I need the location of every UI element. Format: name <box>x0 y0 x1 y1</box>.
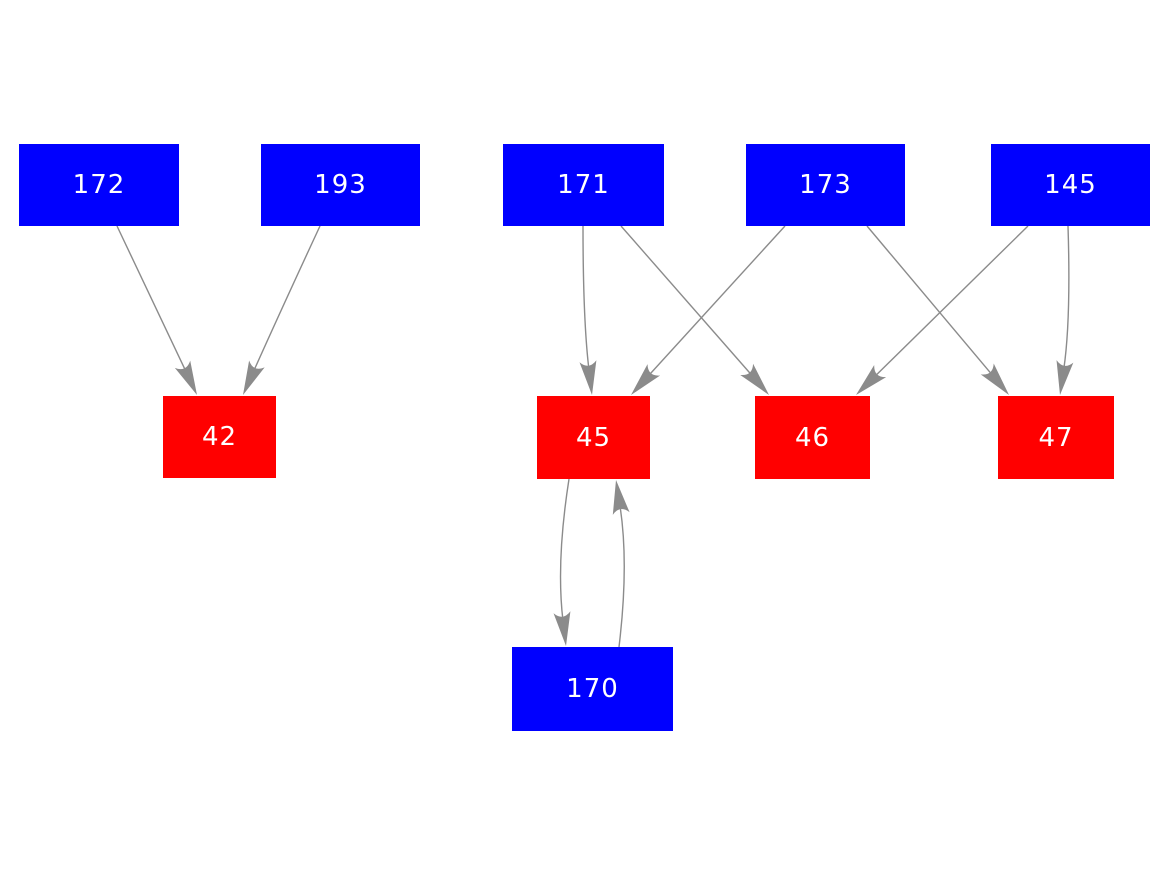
arrowhead-icon <box>631 364 661 395</box>
node-173: 173 <box>746 144 905 226</box>
arrowhead-icon <box>1056 360 1074 395</box>
arrowhead-icon <box>856 365 887 395</box>
node-label: 42 <box>201 422 238 452</box>
node-172: 172 <box>19 144 179 226</box>
arrowhead-icon <box>243 360 265 395</box>
node-label: 145 <box>1044 170 1097 200</box>
edge-172-42 <box>116 225 187 372</box>
node-45: 45 <box>537 396 650 479</box>
arrowhead-icon <box>612 480 630 515</box>
node-47: 47 <box>998 396 1114 479</box>
node-170: 170 <box>512 647 673 731</box>
edge-45-170 <box>559 478 570 621</box>
arrowhead-icon <box>553 611 571 646</box>
node-label: 172 <box>72 170 126 200</box>
edge-173-47 <box>866 225 993 376</box>
node-label: 170 <box>566 674 619 704</box>
node-label: 47 <box>1038 422 1074 453</box>
node-193: 193 <box>261 144 420 226</box>
arrowhead-icon <box>740 363 769 395</box>
edge-173-45 <box>647 225 786 377</box>
node-171: 171 <box>503 144 664 226</box>
node-label: 171 <box>557 170 610 200</box>
node-46: 46 <box>755 396 870 479</box>
arrowhead-icon <box>980 363 1009 395</box>
edge-193-42 <box>252 225 321 372</box>
node-label: 173 <box>799 170 852 200</box>
node-label: 193 <box>314 170 367 200</box>
edge-145-46 <box>873 225 1029 378</box>
node-label: 45 <box>575 422 612 453</box>
edge-171-46 <box>620 225 753 376</box>
node-label: 46 <box>794 422 831 453</box>
edge-170-45 <box>618 505 625 648</box>
node-145: 145 <box>991 144 1150 226</box>
arrowhead-icon <box>579 360 597 395</box>
node-42: 42 <box>163 396 276 478</box>
edge-145-47 <box>1063 225 1070 370</box>
arrowhead-icon <box>174 360 197 395</box>
edge-171-45 <box>582 225 590 370</box>
